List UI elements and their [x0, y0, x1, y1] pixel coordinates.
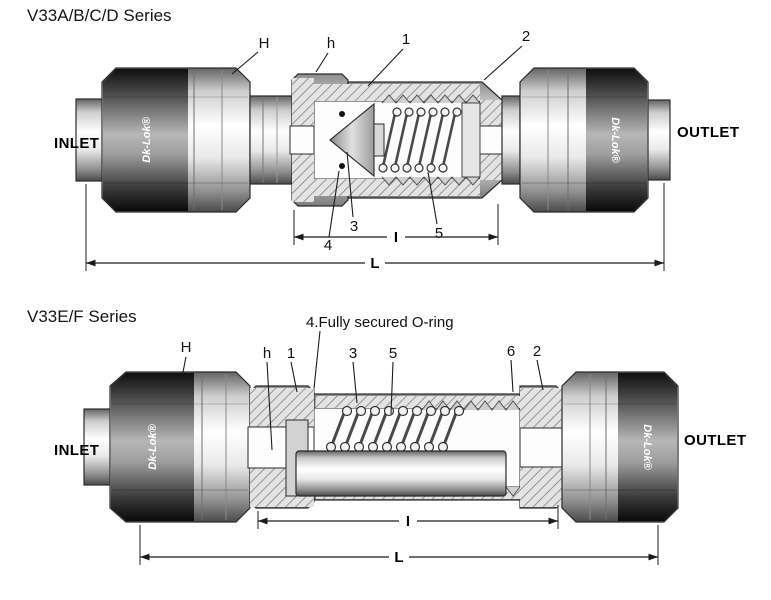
top-right-tube [647, 99, 671, 181]
bottom-callout-5: 5 [389, 345, 397, 362]
bottom-callout-6: 6 [507, 343, 515, 360]
top-threads-lower [381, 176, 481, 186]
top-callout-2: 2 [522, 28, 530, 45]
top-callout-H: H [259, 35, 270, 52]
brand-mark-bottom-right: Dk-Lok® [641, 424, 653, 470]
bottom-callout-2: 2 [533, 343, 541, 360]
bottom-dimension-body-length: I [257, 505, 559, 530]
bottom-dimension-overall-length: L [139, 525, 659, 566]
top-valve-assembly: Dk-Lok® [75, 67, 671, 213]
bottom-series-title: V33E/F Series [27, 307, 137, 326]
bottom-inlet-label: INLET [54, 442, 99, 459]
top-callout-h: h [327, 35, 335, 52]
bottom-left-brand-band [111, 373, 194, 521]
top-series-title: V33A/B/C/D Series [27, 6, 172, 25]
bottom-dim-I-label: I [406, 513, 410, 530]
bottom-valve-assembly: Dk-Lok® [83, 371, 679, 523]
bottom-outlet-label: OUTLET [684, 432, 746, 449]
top-section-hatching [292, 78, 502, 202]
bottom-left-hex-nut: Dk-Lok® [109, 371, 251, 523]
bottom-callouts: H h 1 3 5 6 2 [181, 339, 544, 451]
top-spring [380, 108, 458, 172]
top-dim-L-label: L [370, 255, 379, 272]
top-oring-upper [339, 111, 345, 117]
top-outlet-label: OUTLET [677, 124, 739, 141]
bottom-left-tube [83, 408, 113, 486]
brand-mark-top-right: Dk-Lok® [609, 117, 621, 163]
top-inlet-label: INLET [54, 135, 99, 152]
top-left-ferrule [249, 95, 293, 185]
oring-note-text: 4.Fully secured O-ring [306, 314, 454, 331]
top-spring-stop [461, 102, 481, 178]
top-dimension-body-length: I [293, 204, 499, 246]
bottom-callout-h: h [263, 345, 271, 362]
bottom-callout-1: 1 [287, 345, 295, 362]
top-dim-I-label: I [394, 229, 398, 246]
top-inlet-passage [289, 125, 315, 155]
top-left-brand-band [103, 69, 188, 211]
top-callouts: H h 1 2 3 4 5 [231, 28, 530, 254]
brand-mark-top-left: Dk-Lok® [141, 116, 153, 162]
bottom-poppet-sleeve [295, 450, 507, 497]
top-right-hex-nut: Dk-Lok® [519, 67, 649, 213]
bottom-outlet-passage [519, 427, 563, 468]
top-right-ferrule [501, 95, 521, 185]
top-callout-1: 1 [402, 31, 410, 48]
top-left-hex-nut: Dk-Lok® [101, 67, 251, 213]
top-dimension-overall-length: L [85, 183, 665, 272]
top-callout-5: 5 [435, 225, 443, 242]
bottom-dim-L-label: L [394, 549, 403, 566]
top-spring-coil-sections [378, 107, 462, 173]
bottom-right-hex-nut: Dk-Lok® [561, 371, 679, 523]
top-threads-upper [381, 94, 481, 104]
brand-mark-bottom-left: Dk-Lok® [147, 423, 159, 469]
bottom-oring-note: 4.Fully secured O-ring [306, 314, 454, 405]
top-poppet-stem [373, 123, 385, 157]
bottom-callout-3: 3 [349, 345, 357, 362]
top-oring-lower [339, 163, 345, 169]
bottom-right-brand-band [618, 373, 677, 521]
bottom-callout-H: H [181, 339, 192, 356]
top-callout-4: 4 [324, 237, 332, 254]
top-callout-3: 3 [350, 218, 358, 235]
top-left-tube [75, 98, 105, 182]
top-right-brand-band [586, 69, 647, 211]
